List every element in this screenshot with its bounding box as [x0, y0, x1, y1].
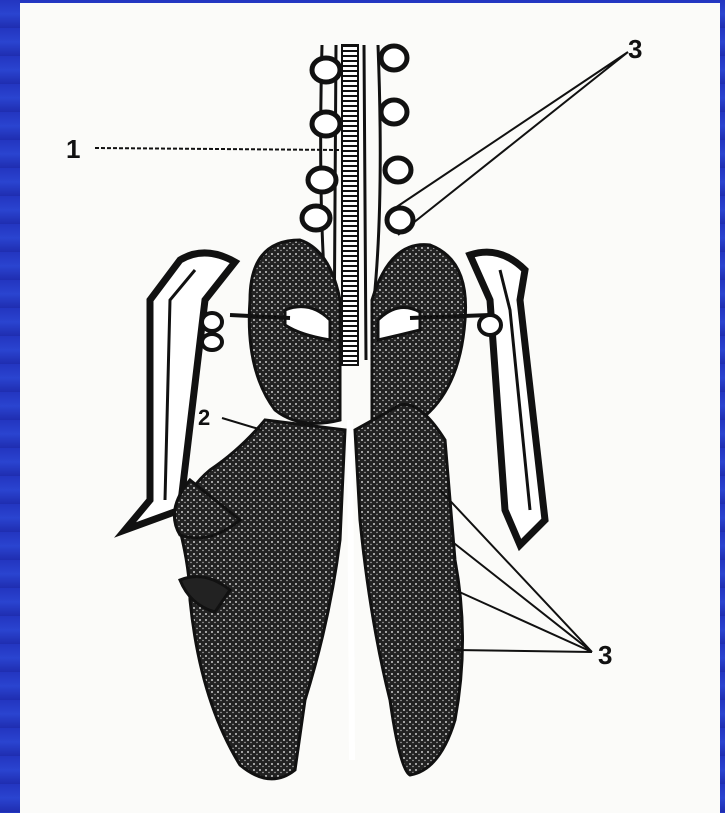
- label-3-top: 3: [628, 34, 642, 64]
- label-2: 2: [198, 405, 210, 430]
- label-3-bottom: 3: [598, 640, 612, 670]
- lower-body: [174, 404, 462, 778]
- label-1: 1: [66, 134, 80, 164]
